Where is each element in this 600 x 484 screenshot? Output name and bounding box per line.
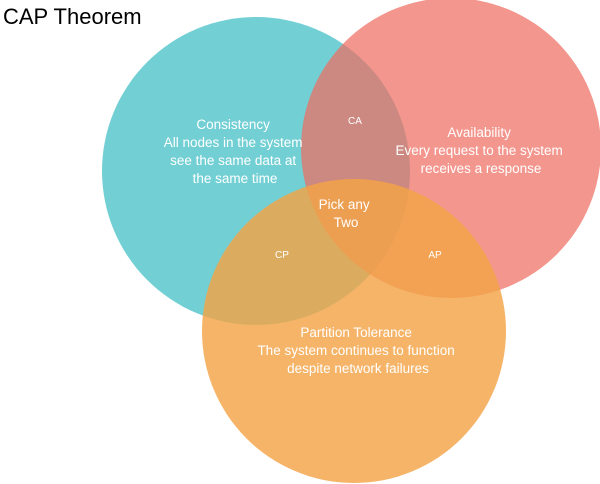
ap-label: AP	[428, 250, 442, 261]
cp-label: CP	[275, 250, 289, 261]
partition-label-line: The system continues to function	[257, 343, 454, 358]
consistency-label: Consistency All nodes in the system see …	[164, 117, 307, 186]
consistency-label-line: the same time	[193, 171, 278, 186]
partition-label-line: despite network failures	[287, 361, 429, 376]
availability-label: Availability Every request to the system…	[395, 125, 566, 176]
availability-label-line: Availability	[447, 125, 511, 140]
ca-label: CA	[348, 116, 362, 127]
center-label: Pick any Two	[319, 197, 374, 230]
center-label-line: Two	[334, 215, 359, 230]
availability-label-line: receives a response	[421, 161, 542, 176]
availability-label-line: Every request to the system	[395, 143, 562, 158]
consistency-label-line: All nodes in the system	[164, 135, 303, 150]
center-label-line: Pick any	[319, 197, 370, 212]
partition-circle	[202, 179, 506, 483]
partition-label: Partition Tolerance The system continues…	[257, 325, 458, 376]
page-title: CAP Theorem	[3, 4, 142, 29]
consistency-label-line: see the same data at	[170, 153, 296, 168]
partition-label-line: Partition Tolerance	[300, 325, 412, 340]
consistency-label-line: Consistency	[196, 117, 270, 132]
